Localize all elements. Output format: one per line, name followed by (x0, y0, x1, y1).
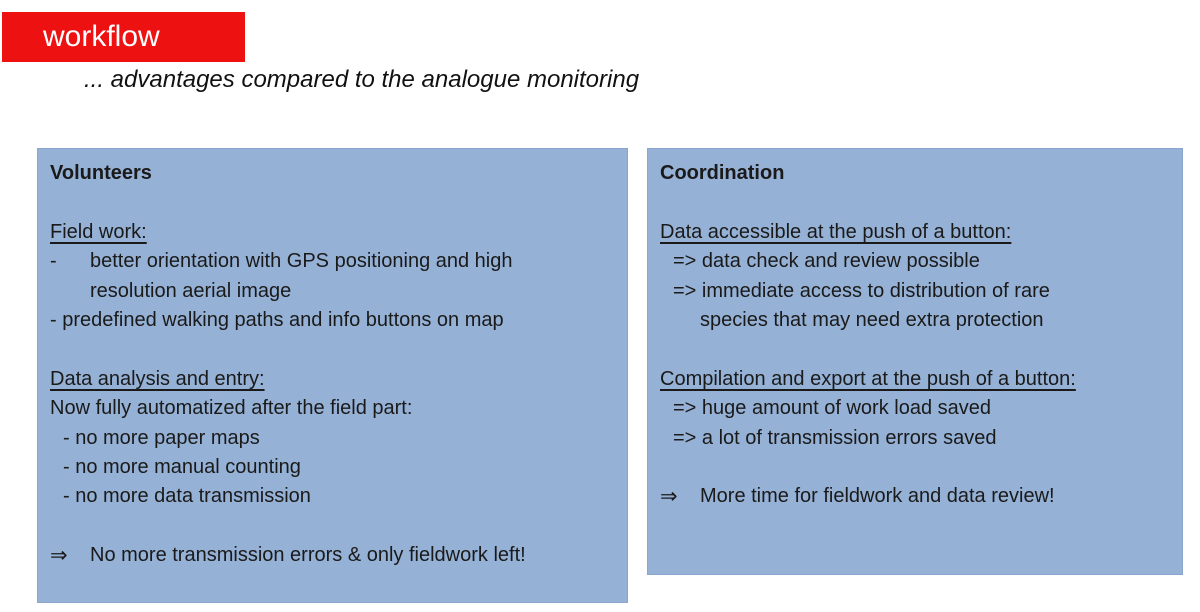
double-arrow-icon: ⇒ (50, 544, 68, 568)
double-arrow-icon: ⇒ (660, 485, 678, 509)
panel-coordination: Coordination Data accessible at the push… (647, 148, 1183, 575)
data-access-item: => immediate access to distribution of r… (673, 279, 1050, 302)
data-access-item-wrap: species that may need extra protection (700, 308, 1044, 331)
data-analysis-heading: Data analysis and entry: (50, 367, 265, 390)
volunteers-title: Volunteers (50, 162, 152, 184)
slide-subtitle: ... advantages compared to the analogue … (84, 66, 640, 93)
panel-volunteers: Volunteers Field work: - better orientat… (37, 148, 628, 603)
coordination-title: Coordination (660, 162, 785, 184)
compilation-item: => a lot of transmission errors saved (673, 426, 997, 449)
volunteers-conclusion: ⇒ No more transmission errors & only fie… (50, 541, 615, 570)
field-work-heading: Field work: (50, 220, 147, 243)
compilation-heading: Compilation and export at the push of a … (660, 367, 1076, 390)
data-access-heading: Data accessible at the push of a button: (660, 220, 1012, 243)
compilation-item: => huge amount of work load saved (673, 397, 991, 420)
slide-title: workflow (43, 20, 160, 53)
slide-title-banner: workflow (2, 12, 245, 62)
data-analysis-item: - no more paper maps (63, 426, 260, 449)
data-analysis-item: - no more data transmission (63, 485, 311, 508)
field-work-bullet-gps-text: better orientation with GPS positioning … (90, 250, 513, 273)
data-access-item: => data check and review possible (673, 250, 980, 273)
field-work-bullet-gps-wrap: resolution aerial image (90, 279, 292, 302)
volunteers-conclusion-text: No more transmission errors & only field… (90, 544, 526, 567)
coordination-conclusion-text: More time for fieldwork and data review! (700, 485, 1055, 508)
coordination-conclusion: ⇒ More time for fieldwork and data revie… (660, 482, 1170, 511)
data-analysis-intro: Now fully automatized after the field pa… (50, 397, 413, 420)
field-work-bullet-paths: - predefined walking paths and info butt… (50, 308, 504, 331)
data-analysis-item: - no more manual counting (63, 455, 301, 478)
bullet-dash: - (50, 250, 57, 273)
field-work-bullet-gps: - better orientation with GPS positionin… (50, 247, 615, 276)
